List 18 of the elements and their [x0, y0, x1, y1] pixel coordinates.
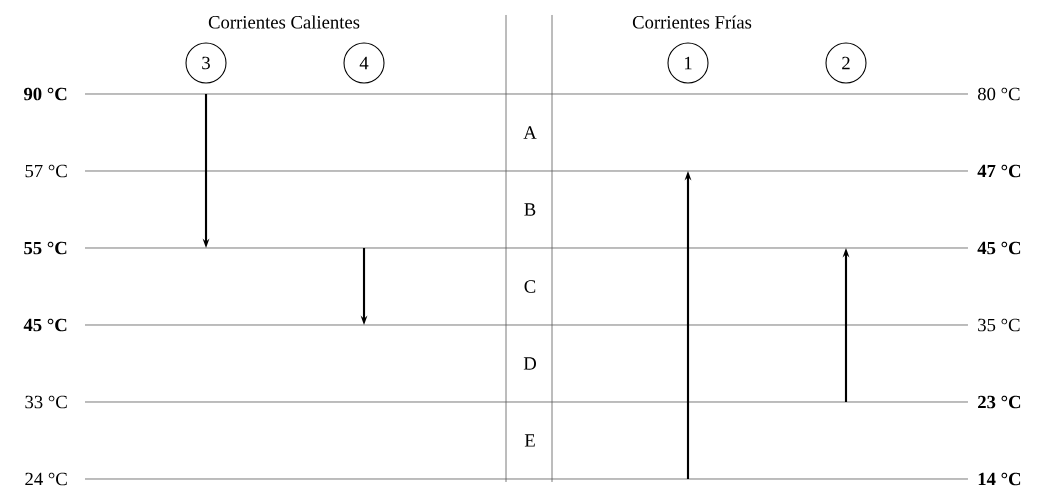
temperature-label: 45 °C: [23, 318, 67, 332]
temperature-label: 90 °C: [23, 87, 67, 101]
temperature-label: 45 °C: [977, 241, 1021, 255]
temperature-label: 47 °C: [977, 164, 1021, 178]
temperature-label: 24 °C: [25, 472, 67, 486]
temperature-label: 80 °C: [978, 87, 1020, 101]
interval-letter: C: [524, 280, 536, 293]
temperature-label: 35 °C: [978, 318, 1020, 332]
interval-letter: B: [524, 203, 536, 216]
interval-letter: E: [524, 434, 535, 447]
temperature-label: 55 °C: [24, 241, 67, 255]
temperature-label: 57 °C: [25, 164, 67, 178]
interval-letter: D: [523, 357, 536, 370]
temperature-label: 23 °C: [978, 395, 1021, 409]
temperature-label: 14 °C: [978, 472, 1021, 486]
interval-letter: A: [523, 126, 537, 139]
temperature-label: 33 °C: [25, 395, 67, 409]
heading: Corrientes Calientes: [208, 15, 360, 29]
